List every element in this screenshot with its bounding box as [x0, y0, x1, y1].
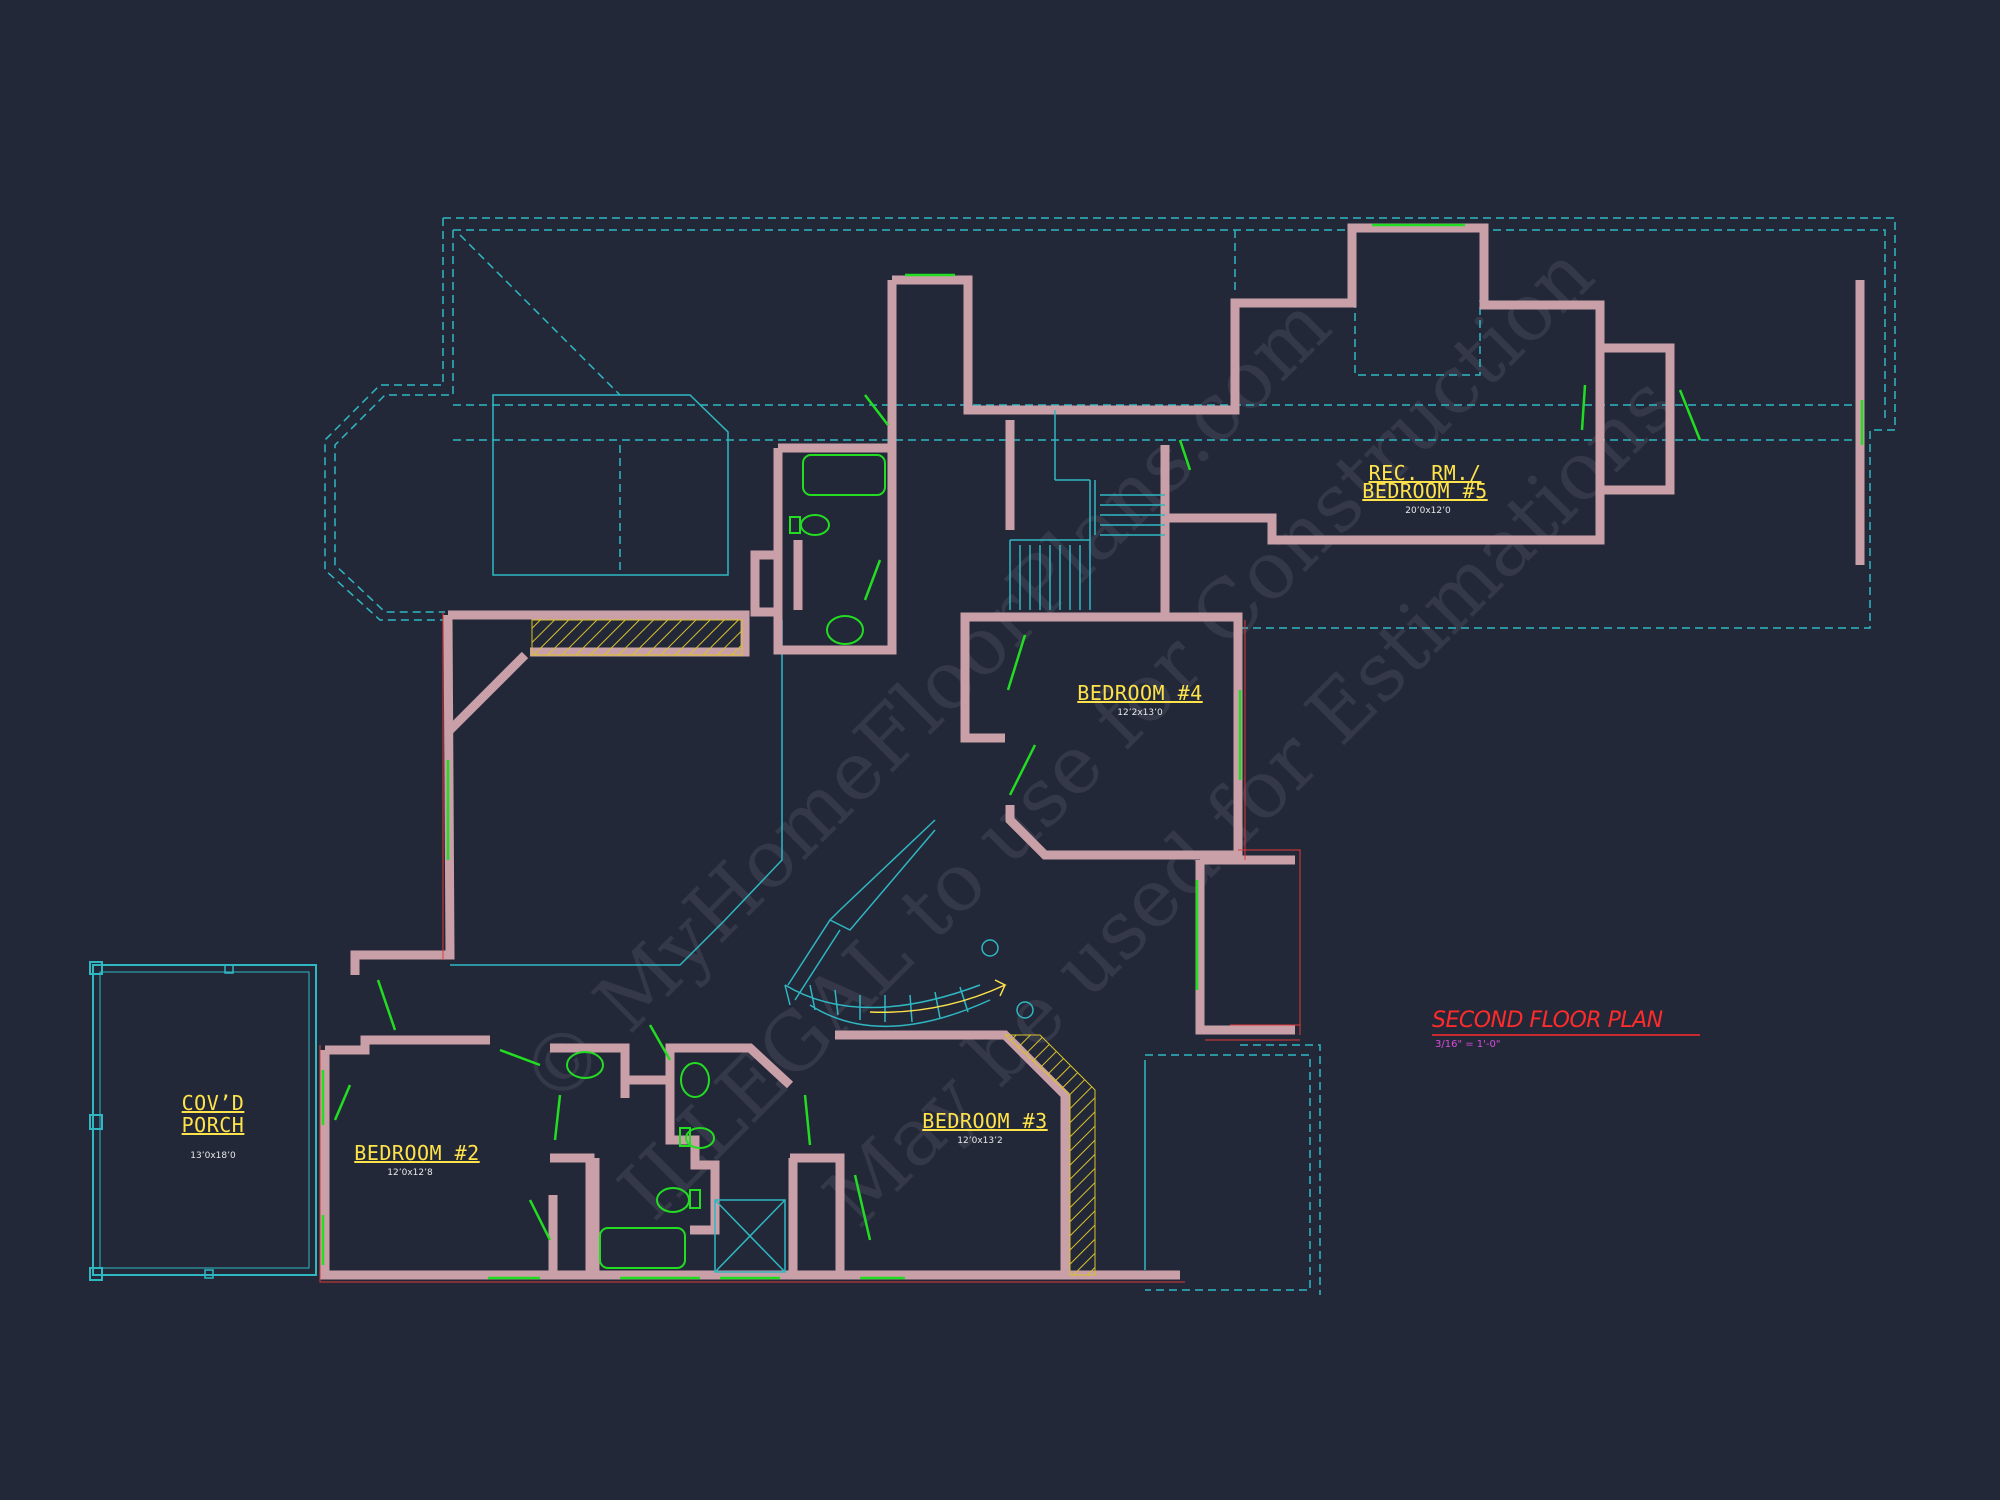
walls	[320, 223, 1865, 1280]
roof-solid	[450, 394, 1146, 1270]
toilet-lower-2	[685, 1127, 715, 1149]
bedroom3-label: BEDROOM #3	[922, 1109, 1047, 1133]
watermark-line-2: ILLEGAL to use for Construction	[601, 227, 1611, 1237]
bedroom2-size: 12’0x12’8	[387, 1168, 433, 1178]
title-block: SECOND FLOOR PLAN 3/16" = 1'-0"	[1432, 1008, 1700, 1050]
windows-doors	[321, 223, 1864, 1280]
bedroom2-label: BEDROOM #2	[354, 1141, 479, 1165]
bedroom3-size: 12’0x13’2	[957, 1136, 1002, 1146]
fixtures	[566, 454, 886, 1269]
rec-room-label-line-1: REC. RM./	[1369, 461, 1482, 485]
bathtub-upper	[802, 454, 886, 496]
toilet-upper	[800, 514, 830, 536]
porch-column	[89, 1267, 103, 1281]
wall-outlines	[319, 612, 1301, 1283]
stair-arrow	[869, 979, 1007, 1014]
sink-lower-left	[566, 1051, 604, 1079]
rec-room-size: 20’0x12’0	[1405, 506, 1451, 516]
shower	[714, 1199, 786, 1273]
bedroom4-size: 12’2x13’0	[1117, 708, 1163, 718]
curved-stair	[784, 819, 1034, 1028]
sink-lower-right	[680, 1062, 710, 1098]
porch-size: 13’0x18’0	[190, 1151, 236, 1161]
porch-label-line-1: COV’D	[182, 1091, 245, 1115]
room-labels: REC. RM./ BEDROOM #5 20’0x12’0 BEDROOM #…	[182, 461, 1488, 1178]
porch	[89, 961, 317, 1281]
sink-upper	[826, 615, 864, 645]
roof-outline	[324, 217, 1896, 1295]
porch-column	[89, 961, 103, 975]
bathtub-lower	[599, 1227, 686, 1269]
porch-label-line-2: PORCH	[182, 1113, 245, 1137]
rec-room-label-line-2: BEDROOM #5	[1362, 479, 1487, 503]
hatched-areas	[531, 619, 1096, 1276]
plan-title: SECOND FLOOR PLAN	[1432, 1008, 1663, 1033]
bedroom4-label: BEDROOM #4	[1077, 681, 1202, 705]
plan-scale: 3/16" = 1'-0"	[1435, 1039, 1500, 1050]
straight-stair	[1009, 410, 1165, 610]
porch-column	[89, 1114, 103, 1130]
